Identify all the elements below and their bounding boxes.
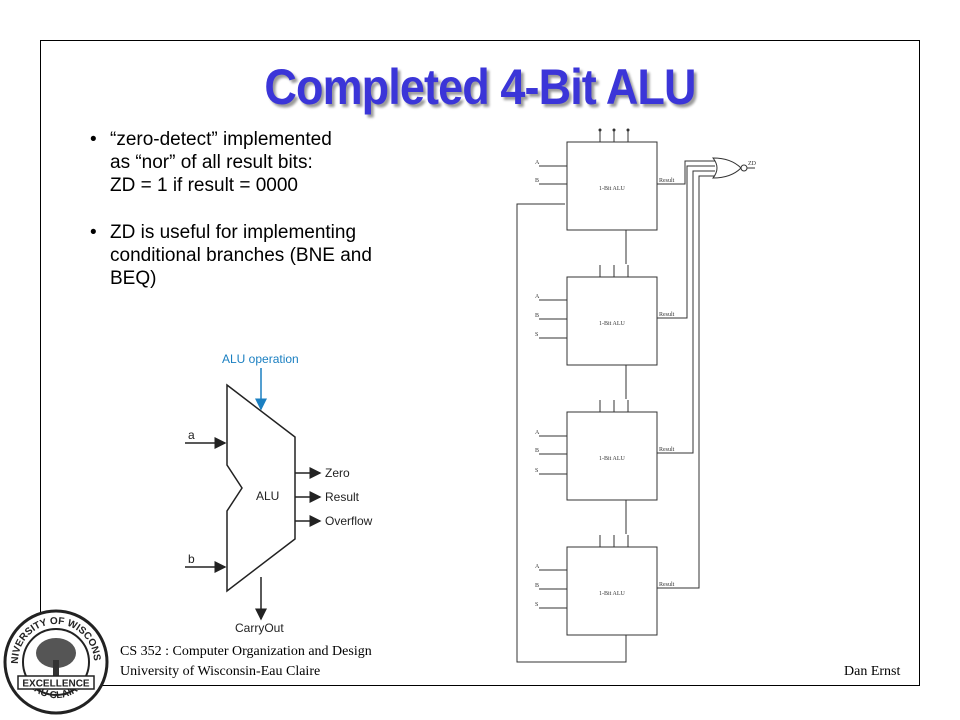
bullet-dot-icon: •: [90, 129, 97, 150]
alu-operation-label: ALU operation: [222, 352, 299, 366]
alu-carryout-label: CarryOut: [235, 621, 284, 635]
stage-label: 1-Bit ALU: [599, 591, 626, 597]
bullet-line: conditional branches (BNE and: [110, 245, 372, 266]
bullet-line: ZD is useful for implementing: [110, 222, 357, 243]
result-label: Result: [659, 447, 675, 453]
alu-stage-box: [566, 141, 658, 231]
pin-b-label: B: [535, 583, 539, 589]
alu-input-a-label: a: [188, 428, 195, 442]
bullet-item: • ZD is useful for implementing conditio…: [90, 221, 410, 290]
footer-course: CS 352 : Computer Organization and Desig…: [120, 644, 372, 659]
pin-a-label: A: [535, 294, 540, 300]
stage-label: 1-Bit ALU: [599, 456, 626, 462]
zd-label: ZD: [748, 161, 757, 167]
bullet-list: • “zero-detect” implemented as “nor” of …: [90, 128, 410, 314]
alu-center-label: ALU: [256, 489, 279, 503]
nor-gate: [711, 157, 742, 179]
slide-title: Completed 4-Bit ALU: [264, 59, 696, 115]
stage-label: 1-Bit ALU: [599, 321, 626, 327]
pin-s-label: S: [535, 468, 538, 474]
pin-a-label: A: [535, 564, 540, 570]
footer-author: Dan Ernst: [844, 664, 901, 679]
result-wire-2: [657, 170, 715, 454]
alu-stage-box: [566, 411, 658, 501]
slide-frame: [40, 40, 920, 686]
bullet-line: BEQ): [110, 268, 157, 289]
result-label: Result: [659, 312, 675, 318]
logo-text-mid: EXCELLENCE: [22, 679, 90, 690]
pin-b-label: B: [535, 313, 539, 319]
pin-b-label: B: [535, 448, 539, 454]
tree-icon: [36, 638, 76, 676]
nor-bubble: [740, 164, 748, 172]
result-wire-1: [657, 165, 715, 319]
alu-output-overflow: Overflow: [325, 514, 373, 528]
pin-s-label: S: [535, 332, 538, 338]
bullet-line: ZD = 1 if result = 0000: [110, 175, 298, 196]
four-bit-alu-circuit: 1-Bit ALU 1-Bit ALU 1-Bit ALU 1-Bit ALU …: [516, 128, 757, 663]
bullet-dot-icon: •: [90, 222, 97, 243]
alu-symbol-diagram: ALU operation ALU a b Zero Result Overfl…: [185, 352, 373, 635]
result-label: Result: [659, 178, 675, 184]
result-wire-0: [657, 160, 715, 185]
stage-label: 1-Bit ALU: [599, 186, 626, 192]
alu-input-b-label: b: [188, 552, 195, 566]
bullet-item: • “zero-detect” implemented as “nor” of …: [90, 128, 410, 197]
alu-stage-box: [566, 276, 658, 366]
alu-output-result: Result: [325, 490, 360, 504]
result-wire-3: [657, 175, 715, 589]
pin-s-label: S: [535, 602, 538, 608]
alu-stage-box: [566, 546, 658, 636]
bullet-line: “zero-detect” implemented: [110, 129, 332, 150]
bullet-line: as “nor” of all result bits:: [110, 152, 313, 173]
alu-body-outline: [226, 383, 296, 593]
pin-a-label: A: [535, 160, 540, 166]
alu-output-zero: Zero: [325, 466, 350, 480]
pin-b-label: B: [535, 178, 539, 184]
result-label: Result: [659, 582, 675, 588]
footer-school: University of Wisconsin-Eau Claire: [120, 664, 321, 679]
pin-a-label: A: [535, 430, 540, 436]
